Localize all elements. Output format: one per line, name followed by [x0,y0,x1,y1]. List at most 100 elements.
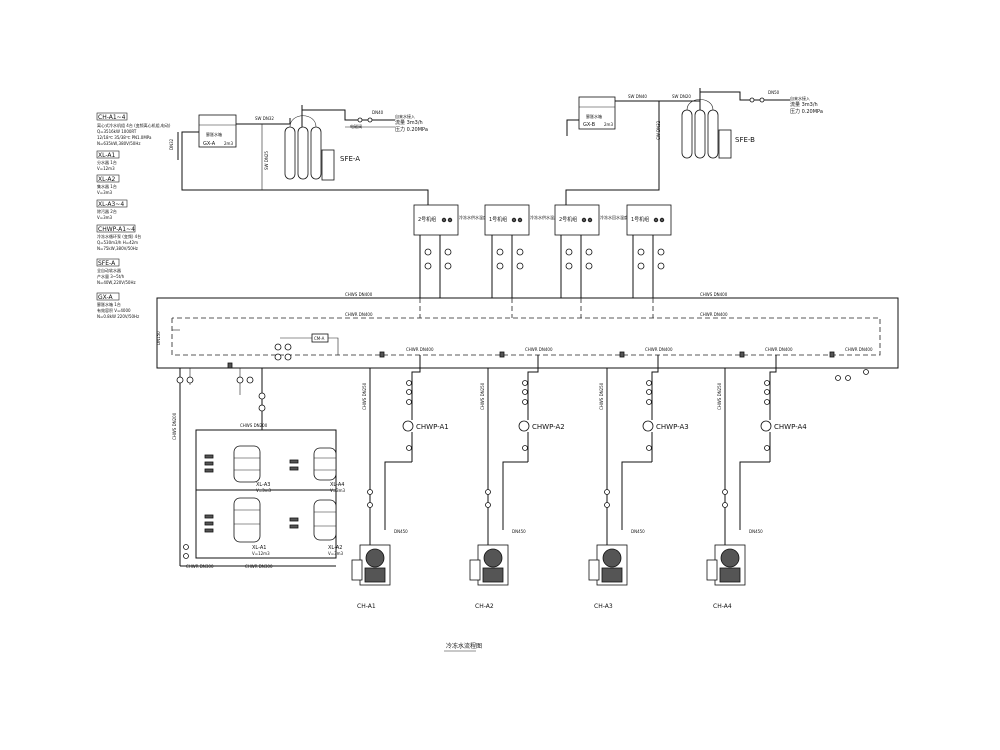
chiller-tag: CH-A2 [475,603,494,610]
tank-volume: 2m3 [604,122,613,127]
tank-name: 膨胀水箱 [206,131,222,137]
header-label: CHWR DN400 [645,347,673,352]
return-header-loop [171,317,881,356]
chiller-unit: DN450 CH-A1 [351,529,408,610]
vessel-xl-a1: XL-A1 V=12m3 [233,497,270,556]
pump-chiller-columns: CHWP-A1 CHWS DN250 CHWP-A2 CHWS DN250 CH… [362,355,869,545]
header-label: CHWS DN400 [345,292,373,297]
pipe-label: SW DN40 [628,94,647,99]
legend-tag: CHWP-A1~4 [98,226,135,233]
header-label: CHWR DN400 [525,347,553,352]
tank-tag: GX-A [203,141,216,147]
vessel-tag: XL-A4 [330,482,344,488]
pipe-label: DN32 [169,138,174,150]
valve-label: 电磁阀 [350,123,362,129]
pipe-label: DN50 [768,90,780,95]
tank-name: 膨胀水箱 [586,113,602,119]
legend-item-xl-a1: XL-A1 分水器 1台 V=12m3 [96,150,120,171]
pump-icon [760,420,772,432]
inlet-label: 自来水接入 [790,95,810,101]
chiller-unit: DN450 CH-A4 [706,529,763,610]
chiller-tag: CH-A4 [713,603,732,610]
vessel-tag: XL-A2 [328,545,342,551]
vessel-volume: V=3m3 [256,488,272,493]
pipe-label: SW DN20 [672,94,691,99]
water-softener-a: SFE-A [284,105,360,181]
pump-tag: CHWP-A1 [416,423,449,431]
chiller-unit: DN450 CH-A3 [588,529,645,610]
controller-box: 1号机组 冷冻水供水温度传感器 [484,204,570,236]
legend-tag: CH-A1~4 [98,114,126,121]
pipe-label: DN450 [512,529,526,534]
legend-line: 分水器 1台 [97,159,117,165]
controller-note: 冷冻水回水温度传感器 [600,214,640,220]
cm-label: CM-A [314,336,325,341]
header-label: CHWR DN400 [406,347,434,352]
column-4: CHWP-A4 CHWS DN250 [717,355,807,545]
controller-name: 2号机组 [418,216,436,223]
pipe-label: SW DN25 [264,151,269,170]
pipe-label: DN40 [372,110,384,115]
main-headers: CHWS DN400 CHWS DN400 CHWR DN400 CHWR DN… [156,292,899,369]
legend-line: 有效容积 V=4000 [97,307,131,313]
header-label: CHWR DN400 [845,347,873,352]
header-label: CHWR DN400 [345,312,373,317]
pump-tag: CHWP-A3 [656,423,689,431]
controller-note: 冷冻水供水温度传感器 [530,214,570,220]
vessel-xl-a2: XL-A2 V=3m3 [313,499,344,556]
chiller-tag: CH-A3 [594,603,613,610]
pump-icon [518,420,530,432]
legend-tag: GX-A [98,294,113,301]
controller-box: 2号机组 冷冻水供水温度传感器 [413,204,499,236]
legend-tag: XL-A3~4 [98,201,124,208]
pump-icon [402,420,414,432]
legend-line: 除污器 2台 [97,208,117,214]
legend-line: N=40W,220V/50Hz [97,280,136,285]
vessel-xl-a4: XL-A4 V=3m3 [313,447,346,493]
makeup-system-a: 膨胀水箱 GX-A 2m3 SW DN32 DN32 SW DN25 SFE-A… [169,105,429,205]
makeup-system-b: 膨胀水箱 GX-B 2m3 SW DN40 SW DN20 CW DN32 SF… [565,88,823,205]
header-label: CHWS DN400 [700,292,728,297]
pump-tag: CHWP-A4 [774,423,807,431]
controller-box: 2号机组 冷冻水回水温度传感器 [554,204,640,236]
legend-line: N=0.8kW 220V/50Hz [97,314,139,319]
vessel-tag: XL-A1 [252,545,266,551]
controller-name: 1号机组 [631,216,649,223]
header-label: CHWR DN400 [700,312,728,317]
legend-tag: SFE-A [98,260,116,267]
legend-line: 12/18℃ 35/38℃ PN1.0MPa [97,135,152,140]
pipe-label: DN450 [631,529,645,534]
pipe-label: DN450 [749,529,763,534]
pipe-label: DN150 [156,331,161,345]
pipe-label: CHWS DN250 [717,382,722,410]
controller-name: 1号机组 [489,216,507,223]
legend-line: 产水量 3~5t/h [97,273,125,279]
column-3: CHWP-A3 CHWS DN250 [599,355,689,545]
legend-line: V=3m3 [97,190,113,195]
legend-item-xl-a2: XL-A2 集水器 1台 V=3m3 [96,174,120,195]
legend-line: V=12m3 [97,166,115,171]
legend-tag: XL-A1 [98,152,115,159]
pump-icon [642,420,654,432]
equipment-legend: CH-A1~4 离心式冷水机组 4台 (变频离心机组,电动) Q=3516kW … [96,112,171,319]
controller-note: 冷冻水供水温度传感器 [459,214,499,220]
column-1: CHWP-A1 CHWS DN250 [362,355,449,545]
pipe-label: CHWS DN200 [240,423,268,428]
pipe-label: CHWS DN200 [172,412,177,440]
legend-item-sfe: SFE-A 全自动软水器 产水量 3~5t/h N=40W,220V/50Hz [96,258,136,285]
softener-tag: SFE-B [735,136,755,144]
inlet-label: 自来水接入 [395,113,415,119]
vessel-volume: V=3m3 [330,488,346,493]
legend-item-gx: GX-A 膨胀水箱 1台 有效容积 V=4000 N=0.8kW 220V/50… [96,292,139,319]
legend-line: 集水器 1台 [97,183,117,189]
inlet-flow: 流量 3m3/h [395,119,423,126]
chiller-unit: DN450 CH-A2 [469,529,526,610]
legend-line: V=3m3 [97,215,113,220]
pipe-label: DN450 [394,529,408,534]
pipe-label: SW DN32 [255,116,274,121]
controller-row: 2号机组 冷冻水供水温度传感器 1号机组 冷冻水供水温度传感器 2号机组 冷冻水… [413,204,672,298]
legend-line: 离心式冷水机组 4台 (变频离心机组,电动) [97,122,171,128]
drawing-title: 冷冻水流程图 [446,642,482,650]
tank-tag: GX-B [583,122,596,128]
legend-line: N=75kW,380V/50Hz [97,246,138,251]
